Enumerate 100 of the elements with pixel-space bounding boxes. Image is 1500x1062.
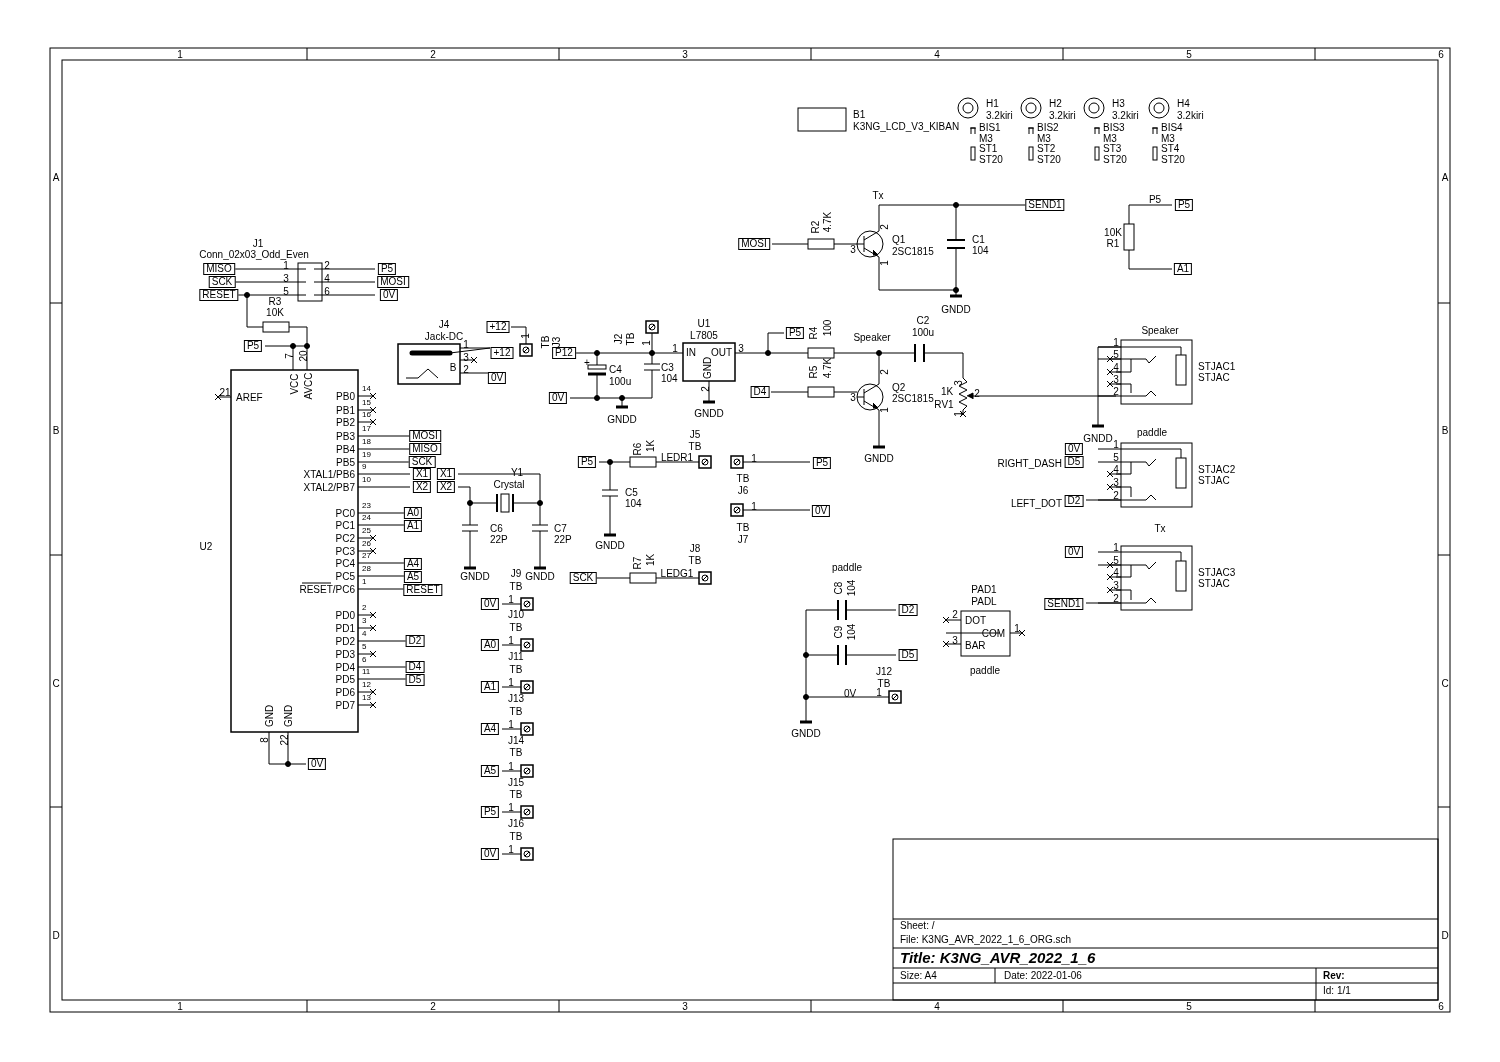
schematic-label: 1 [751,452,757,464]
schematic-label: 18 [362,438,371,446]
grid-reference: 6 [1438,48,1444,60]
schematic-label: GNDD [525,570,555,582]
schematic-label: 3 [738,342,744,354]
schematic-label: 1 [876,686,882,698]
schematic-label: M3 [979,132,993,144]
net-label: 0V [1064,546,1084,558]
net-label: A4 [480,723,500,735]
schematic-label: 4 [1113,361,1119,373]
schematic-label: PD0 [335,609,355,621]
schematic-label: 6 [324,285,330,297]
schematic-label: 1 [1113,336,1119,348]
schematic-label: 3.2kiri [1177,109,1204,121]
schematic-label: M3 [1103,132,1117,144]
schematic-label: OUT [710,346,732,358]
schematic-label: VCC [288,373,300,395]
schematic-label: 9 [362,463,367,471]
schematic-label: TB [877,677,891,689]
schematic-label: U2 [199,540,213,552]
schematic-label: GNDD [1083,432,1113,444]
schematic-label: J1 [252,237,264,249]
schematic-label: 4 [1113,566,1119,578]
net-label: RESET [199,289,239,301]
schematic-label: Tx [1154,522,1166,534]
schematic-label: Crystal [493,478,525,490]
schematic-label: ST20 [1161,153,1185,165]
schematic-label: TB [688,440,702,452]
schematic-label: 24 [362,514,371,522]
schematic-label: 1 [1113,438,1119,450]
schematic-label: 1 [283,259,289,271]
schematic-label: 1 [508,718,514,730]
schematic-label: C2 [916,314,930,326]
schematic-label: File: K3NG_AVR_2022_1_6_ORG.sch [900,933,1071,945]
schematic-label: PB0 [336,390,355,402]
schematic-label: J15 [507,776,525,788]
schematic-label: 1K [940,385,954,397]
net-label: SEND1 [1025,199,1065,211]
schematic-label: H1 [986,97,999,109]
schematic-label: 1 [878,260,890,266]
schematic-label: 1 [751,500,757,512]
schematic-label: 2SC1815 [892,245,934,257]
net-label: X2 [412,481,432,493]
schematic-label: R6 [631,442,643,456]
schematic-label: + [584,356,590,368]
schematic-label: 5 [1113,554,1119,566]
schematic-label: Speaker [1141,324,1179,336]
schematic-label: TB [509,746,523,758]
schematic-label: PD7 [335,699,355,711]
schematic-label: 5 [283,285,289,297]
grid-reference: B [1441,424,1449,436]
schematic-label: C3 [661,361,674,373]
schematic-label: PB2 [336,416,355,428]
schematic-label: 4 [1113,463,1119,475]
schematic-label: PC3 [335,545,355,557]
schematic-label: C5 [625,486,638,498]
schematic-label: 2 [1113,385,1119,397]
schematic-label: PB1 [336,404,355,416]
schematic-label: ST4 [1161,142,1180,154]
schematic-label: 3 [1113,476,1119,488]
schematic-label: H2 [1049,97,1062,109]
grid-reference: 2 [430,48,436,60]
schematic-label: 1 [519,333,531,339]
schematic-label: GND [263,704,275,728]
schematic-label: AVCC [302,372,314,400]
schematic-label: 20 [297,350,309,362]
schematic-label: LEFT_DOT [1010,497,1062,509]
schematic-label: BIS3 [1103,121,1125,133]
grid-reference: A [52,171,60,183]
schematic-label: 3 [1113,373,1119,385]
schematic-label: PD6 [335,686,355,698]
schematic-label: Tx [872,189,884,201]
schematic-label: 16 [362,411,371,419]
schematic-label: Rev: [1323,969,1345,981]
net-label: A0 [403,507,423,519]
net-label: A0 [480,639,500,651]
net-label: D2 [405,635,425,647]
schematic-label: Date: 2022-01-06 [1004,969,1082,981]
schematic-label: R1 [1106,237,1120,249]
net-label: SEND1 [1044,598,1084,610]
net-label: P5 [577,456,597,468]
schematic-label: 4 [324,272,330,284]
schematic-label: PC5 [335,570,355,582]
schematic-label: GNDD [791,727,821,739]
schematic-label: BIS1 [979,121,1001,133]
schematic-label: GNDD [595,539,625,551]
schematic-label: 2 [952,608,958,620]
schematic-label: J4 [438,318,450,330]
schematic-label: RV1 [934,398,954,410]
schematic-label: 2 [699,386,711,392]
net-label: P5 [785,327,805,339]
net-label: RESET [403,584,443,596]
schematic-label: XTAL2/PB7 [303,481,355,493]
net-label: A1 [480,681,500,693]
grid-reference: 4 [934,48,940,60]
net-label: +12 [490,347,514,359]
schematic-label: PB3 [336,430,355,442]
schematic-label: J8 [689,542,701,554]
schematic-label: PD3 [335,648,355,660]
schematic-label: J16 [507,817,525,829]
